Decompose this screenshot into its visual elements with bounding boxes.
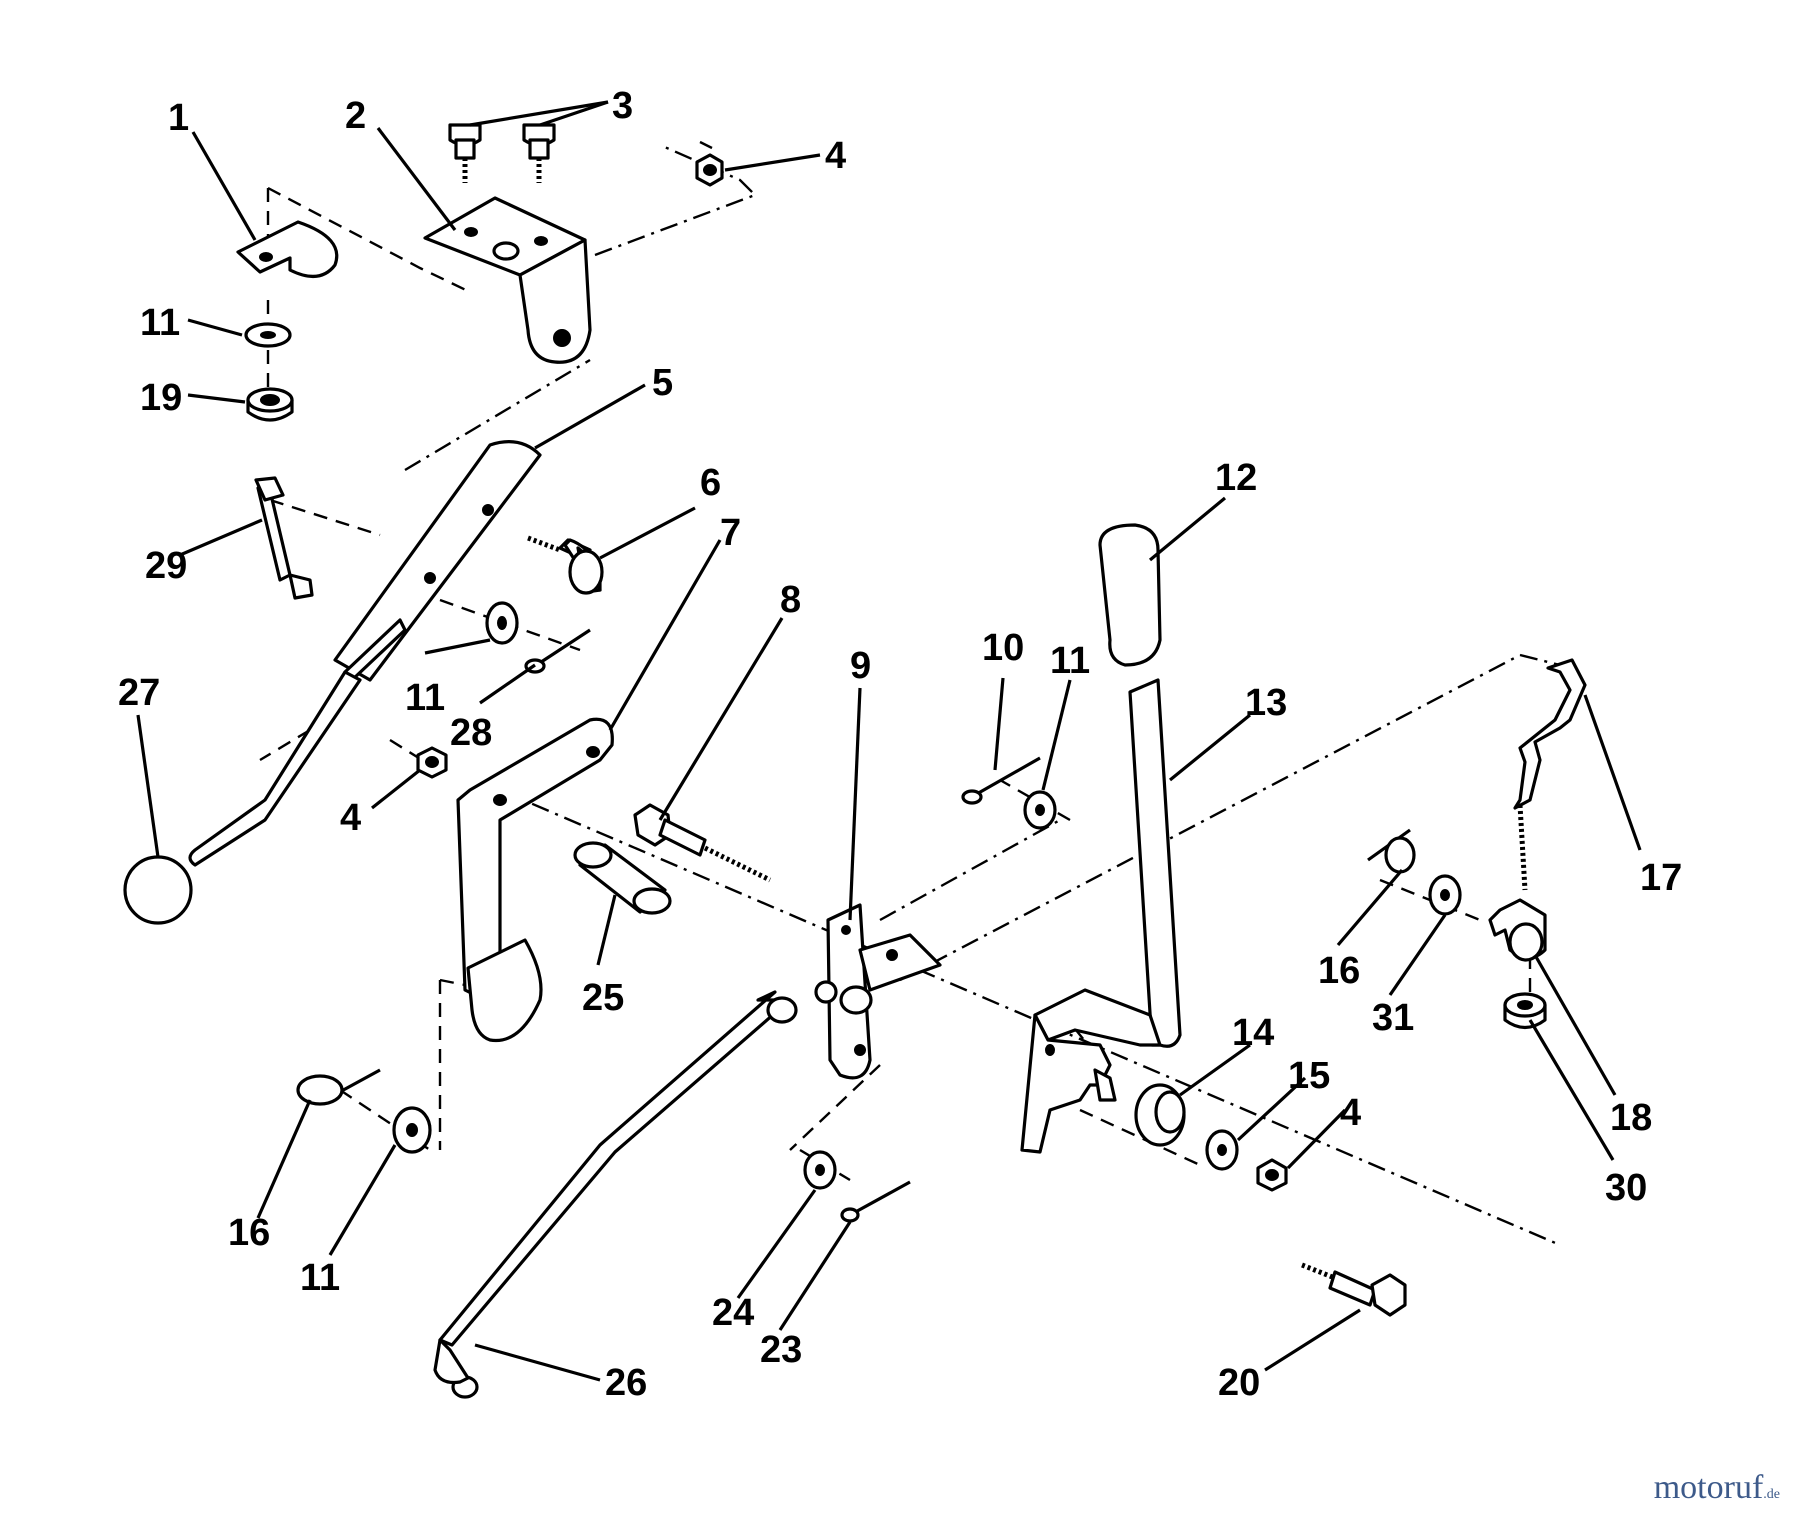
watermark-suffix: .de [1763,1487,1780,1502]
washer-part-11-c [392,1106,432,1154]
callout-20: 20 [1218,1362,1260,1404]
watermark-logo: motoruf.de [1654,1469,1780,1507]
callout-15: 15 [1288,1055,1330,1097]
bushing-part-14 [1134,1083,1186,1147]
nut-part-4-right [1256,1158,1288,1192]
lever-part-13 [1020,678,1182,1154]
callout-11-c: 11 [300,1257,340,1299]
washer-part-11-d [1023,790,1057,830]
callout-5: 5 [652,362,673,404]
bracket-part-2 [423,196,592,364]
callout-31: 31 [1372,997,1414,1039]
leader-lines [136,100,1642,1382]
callout-16-left: 16 [228,1212,270,1254]
callout-7: 7 [720,512,741,554]
grip-part-12 [1098,523,1162,667]
bolt-part-6 [527,535,604,595]
pin-part-16-right [1367,828,1416,874]
rod-part-17 [1513,658,1587,891]
callout-14: 14 [1232,1012,1274,1054]
callout-18: 18 [1610,1097,1652,1139]
callout-30: 30 [1605,1167,1647,1209]
watermark-text: motoruf [1653,1469,1764,1506]
callout-11-d: 11 [1050,640,1090,682]
knob-part-27 [123,855,193,925]
nut-part-4-left [416,746,448,779]
pin-part-23 [840,1180,911,1223]
callout-19: 19 [140,377,182,419]
nut-part-4-top [695,153,724,187]
callout-28: 28 [450,712,492,754]
bolt-part-8 [633,803,772,883]
callout-27: 27 [118,672,160,714]
callout-4-top: 4 [825,135,846,177]
callout-13: 13 [1245,682,1287,724]
washer-part-31 [1428,874,1462,916]
spacer-part-25 [573,841,672,915]
callout-3: 3 [612,85,633,127]
callout-29: 29 [145,545,187,587]
collar-part-19 [246,387,294,422]
bolt-part-20 [1301,1262,1407,1317]
washer-part-15 [1205,1129,1239,1171]
pin-part-28 [524,628,591,674]
callout-25: 25 [582,977,624,1019]
plate-part-9 [814,903,942,1080]
callout-11-b: 11 [405,677,445,719]
pin-part-16-left [296,1068,381,1106]
callout-labels: 1 2 3 4 5 6 7 8 9 10 11 11 11 11 12 13 1… [118,85,1682,1404]
washer-part-11-b [485,601,519,645]
callout-2: 2 [345,95,366,137]
callout-12: 12 [1215,457,1257,499]
rod-part-26 [433,990,798,1399]
link-part-29 [254,476,314,600]
callout-24: 24 [712,1292,754,1334]
callout-8: 8 [780,579,801,621]
callout-1: 1 [168,97,189,139]
callout-16-right: 16 [1318,950,1360,992]
callout-23: 23 [760,1329,802,1371]
callout-4-left: 4 [340,797,361,839]
callout-11-a: 11 [140,302,180,344]
callout-10: 10 [982,627,1024,669]
callout-17: 17 [1640,857,1682,899]
callout-6: 6 [700,462,721,504]
clip-part-1 [236,220,339,278]
assembly-lines [259,140,1561,1247]
washer-part-24 [803,1150,837,1190]
swivel-part-18 [1488,898,1547,962]
washer-part-11-a [244,322,292,348]
bolts-part-3 [448,123,556,183]
pin-part-10 [961,756,1041,805]
nut-part-30 [1503,992,1547,1030]
callout-26: 26 [605,1362,647,1404]
bracket-part-7 [456,717,614,1043]
callout-4-right: 4 [1340,1092,1361,1134]
callout-9: 9 [850,645,871,687]
lever-part-5 [188,440,542,867]
